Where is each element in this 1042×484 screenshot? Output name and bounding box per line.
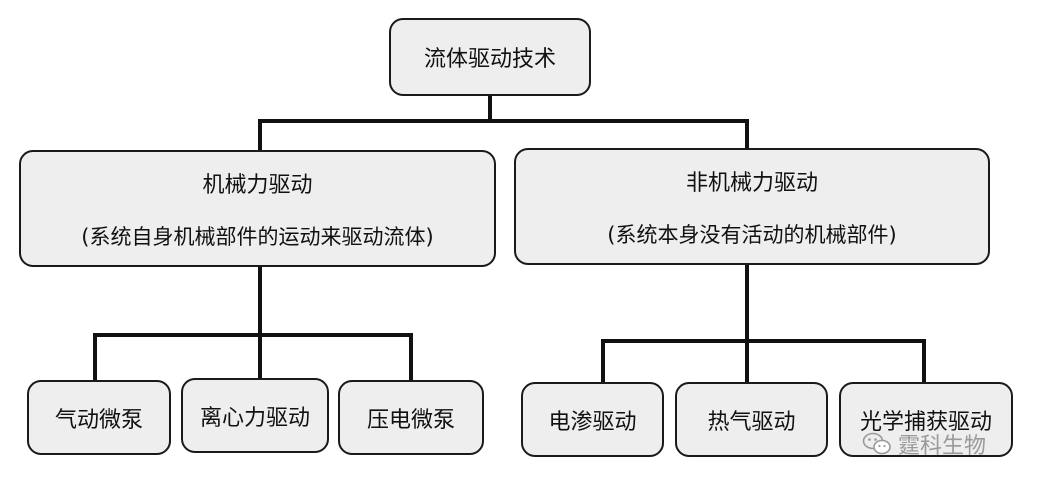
electroosmotic-drive-node: 电渗驱动 bbox=[521, 382, 664, 457]
centrifugal-drive-node: 离心力驱动 bbox=[181, 378, 329, 453]
wechat-icon bbox=[862, 432, 891, 455]
mechanical-drive-title: 机械力驱动 bbox=[202, 172, 313, 198]
pneumatic-micropump-node: 气动微泵 bbox=[27, 380, 171, 455]
watermark: 霆科生物 bbox=[862, 428, 986, 460]
root-node: 流体驱动技术 bbox=[389, 18, 591, 96]
mechanical-drive-node: 机械力驱动 (系统自身机械部件的运动来驱动流体) bbox=[19, 150, 496, 267]
thermal-gas-drive-label: 热气驱动 bbox=[707, 409, 796, 435]
non-mechanical-drive-title: 非机械力驱动 bbox=[685, 170, 818, 196]
mechanical-children-connector bbox=[93, 265, 413, 382]
pneumatic-micropump-label: 气动微泵 bbox=[54, 407, 143, 433]
piezoelectric-micropump-label: 压电微泵 bbox=[366, 407, 455, 433]
electroosmotic-drive-label: 电渗驱动 bbox=[548, 409, 637, 435]
piezoelectric-micropump-node: 压电微泵 bbox=[338, 380, 484, 455]
mechanical-drive-description: (系统自身机械部件的运动来驱动流体) bbox=[81, 224, 434, 249]
root-node-label: 流体驱动技术 bbox=[423, 47, 556, 72]
non-mechanical-drive-description: (系统本身没有活动的机械部件) bbox=[607, 222, 897, 247]
non-mechanical-children-connector bbox=[601, 263, 926, 384]
optical-trapping-drive-label: 光学捕获驱动 bbox=[859, 409, 992, 435]
thermal-gas-drive-node: 热气驱动 bbox=[675, 382, 828, 457]
non-mechanical-drive-node: 非机械力驱动 (系统本身没有活动的机械部件) bbox=[514, 148, 990, 265]
centrifugal-drive-label: 离心力驱动 bbox=[199, 405, 310, 431]
optical-trapping-drive-node: 光学捕获驱动 bbox=[839, 382, 1013, 457]
watermark-text: 霆科生物 bbox=[898, 434, 987, 459]
root-to-branches-connector bbox=[258, 94, 749, 152]
